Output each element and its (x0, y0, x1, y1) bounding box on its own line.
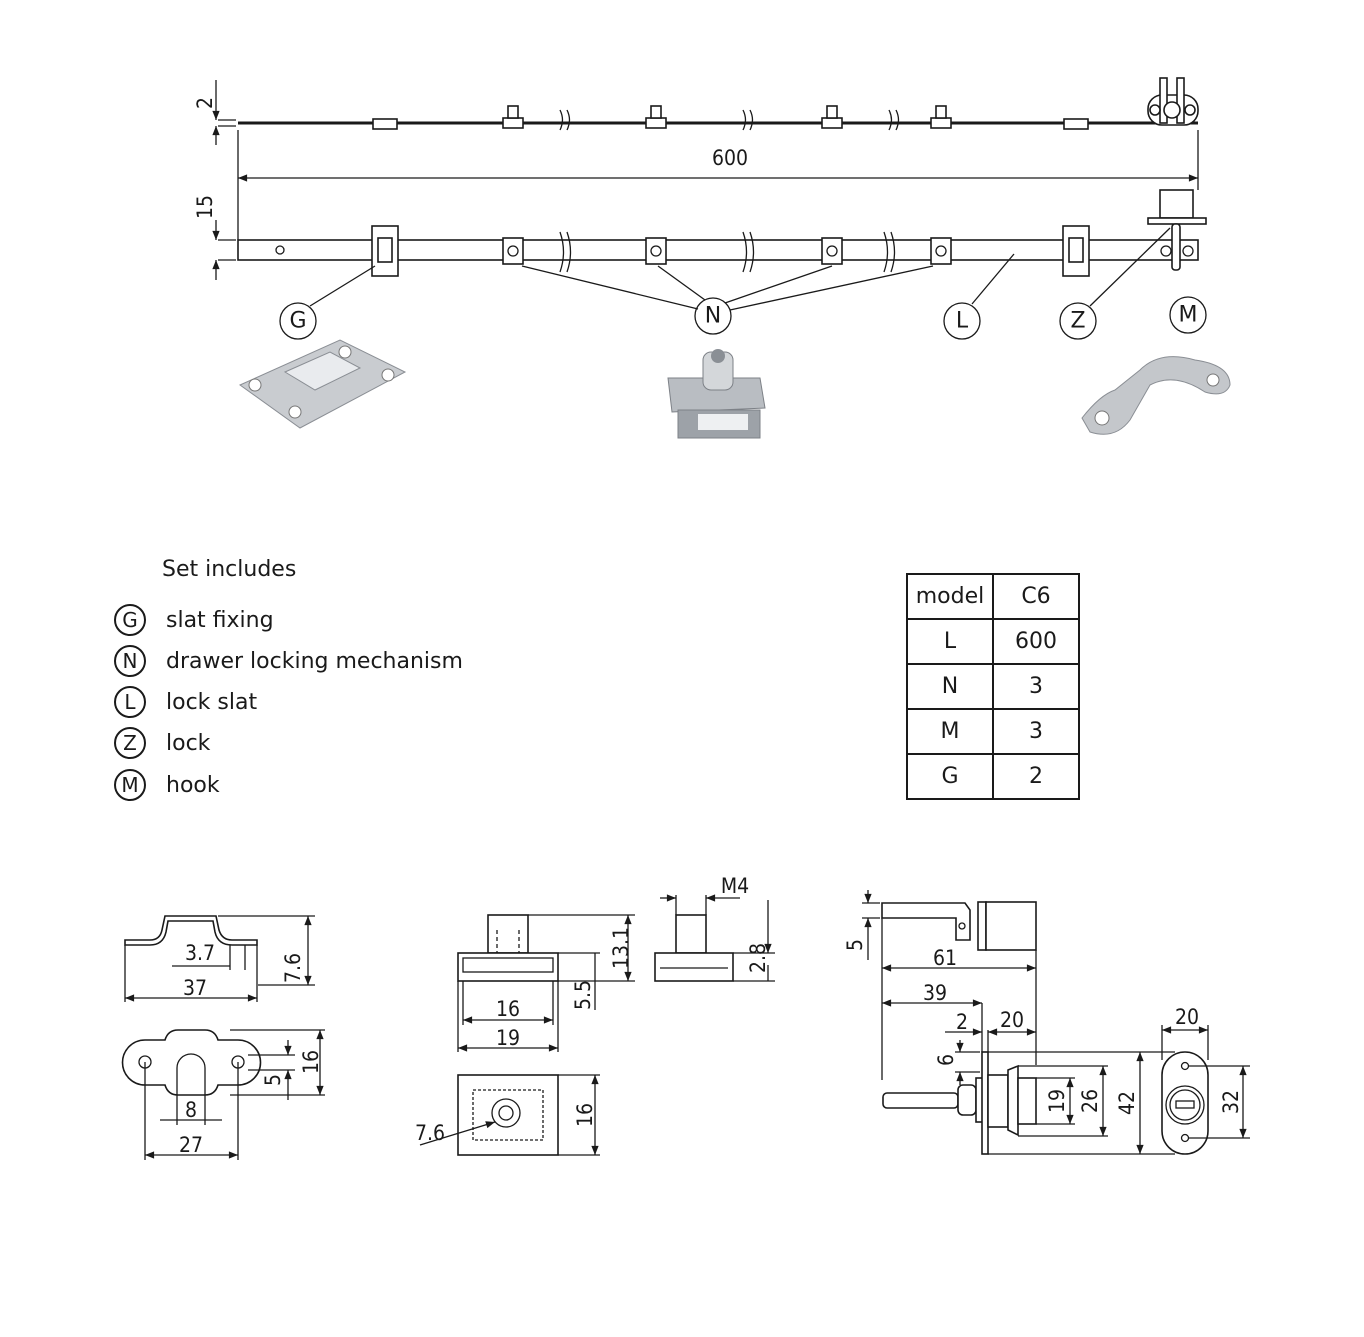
dim-length: 600 (712, 146, 748, 170)
legend-key: G (114, 604, 146, 636)
mechanism-drawing (419, 894, 775, 1156)
dim-hook-16: 16 (299, 1050, 323, 1074)
dim-mech-13.1: 13.1 (609, 927, 633, 969)
length-dimension: 600 (237, 130, 1199, 240)
table-cell: 3 (992, 663, 1080, 710)
dim-hook-3.7: 3.7 (185, 941, 215, 965)
table-cell: 3 (992, 708, 1080, 755)
table-header-cell: model (906, 573, 994, 620)
dim-mech-7.6: 7.6 (415, 1121, 445, 1145)
legend-label: drawer locking mechanism (166, 648, 463, 674)
dim-lock-20b: 20 (1175, 1005, 1199, 1029)
dim-lock-6: 6 (934, 1054, 958, 1066)
photo-slat-fixing (239, 339, 407, 429)
table-cell: N (906, 663, 994, 710)
dim-lock-2: 2 (956, 1010, 968, 1034)
dim-thickness: 2 (193, 97, 217, 109)
callout-z: Z (1070, 309, 1085, 334)
dim-mech-16: 16 (496, 997, 520, 1021)
dim-hook-27: 27 (179, 1133, 203, 1157)
legend-label: lock slat (166, 689, 258, 715)
callout-m: M (1179, 303, 1198, 328)
dim-hook-8: 8 (185, 1098, 197, 1122)
dim-lock-5: 5 (843, 939, 867, 951)
callouts (279, 227, 1207, 340)
dim-lock-20: 20 (1000, 1008, 1024, 1032)
callout-l: L (956, 309, 969, 334)
legend-key: Z (114, 727, 146, 759)
dim-hook-7.6: 7.6 (281, 953, 305, 983)
dim-lock-61: 61 (933, 946, 957, 970)
photo-hook (1081, 356, 1231, 435)
lock-drawing (862, 890, 1250, 1155)
table-header-cell: C6 (992, 573, 1080, 620)
dim-width: 15 (193, 195, 217, 219)
legend-label: slat fixing (166, 607, 274, 633)
callout-g: G (289, 309, 306, 334)
dim-lock-19: 19 (1045, 1089, 1069, 1113)
legend-label: lock (166, 730, 211, 756)
dim-lock-32: 32 (1219, 1090, 1243, 1114)
dim-mech-16b: 16 (573, 1103, 597, 1127)
table-cell: 2 (992, 753, 1080, 800)
dim-mech-2.8: 2.8 (746, 943, 770, 973)
legend-label: hook (166, 772, 220, 798)
table-cell: M (906, 708, 994, 755)
table-cell: G (906, 753, 994, 800)
dim-lock-42: 42 (1115, 1091, 1139, 1115)
hook-drawing (121, 915, 325, 1160)
dim-mech-m4: M4 (721, 874, 749, 898)
dim-hook-37: 37 (183, 976, 207, 1000)
slat-top-view: 2 (193, 77, 1199, 145)
legend-title: Set includes (162, 557, 297, 582)
dim-lock-26: 26 (1078, 1089, 1102, 1113)
dim-lock-39: 39 (923, 981, 947, 1005)
legend-key: L (114, 686, 146, 718)
legend-key: M (114, 769, 146, 801)
table-cell: L (906, 618, 994, 665)
dim-mech-5.5: 5.5 (571, 980, 595, 1010)
table-cell: 600 (992, 618, 1080, 665)
dim-mech-19: 19 (496, 1026, 520, 1050)
legend-key: N (114, 645, 146, 677)
photo-locking-mechanism (667, 349, 766, 439)
dim-hook-5: 5 (261, 1074, 285, 1086)
slat-front-view: 15 (193, 189, 1207, 280)
callout-n: N (705, 304, 721, 329)
